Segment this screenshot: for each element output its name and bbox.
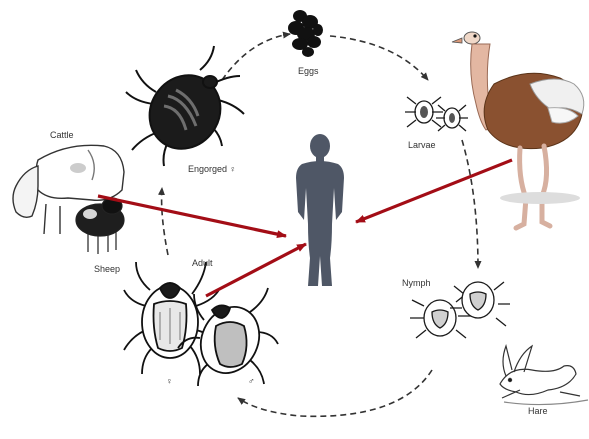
cycle-arrow-adult-to-engorged — [162, 188, 168, 255]
label-hare: Hare — [528, 406, 548, 416]
cycle-arrow-larvae-to-nymph — [462, 140, 478, 268]
label-eggs: Eggs — [298, 66, 319, 76]
label-larvae: Larvae — [408, 140, 436, 150]
eggs-cluster-illustration — [288, 10, 323, 57]
arrow-cattle-to-human — [98, 196, 286, 236]
label-sheep: Sheep — [94, 264, 120, 274]
cycle-arrow-engorged-to-eggs — [222, 34, 290, 80]
hare-illustration — [500, 346, 588, 405]
cycle-arrow-nymph-to-adult — [238, 370, 432, 416]
cycle-arrow-eggs-to-larvae — [330, 36, 428, 80]
human-host-silhouette — [296, 134, 344, 286]
larvae-illustration — [405, 97, 468, 131]
label-adult: Adult — [192, 258, 213, 268]
label-nymph: Nymph — [402, 278, 431, 288]
nymph-tick-illustration — [410, 282, 510, 338]
engorged-female-tick-illustration — [126, 46, 244, 166]
sheep-illustration — [76, 198, 124, 254]
arrow-adult-tick-to-human — [206, 244, 306, 296]
label-female-symbol: ♀ — [166, 376, 173, 386]
label-male-symbol: ♂ — [248, 376, 255, 386]
label-engorged-female: Engorged ♀ — [188, 164, 236, 174]
label-cattle: Cattle — [50, 130, 74, 140]
arrow-ostrich-to-human — [356, 160, 512, 222]
ostrich-illustration — [452, 32, 584, 228]
